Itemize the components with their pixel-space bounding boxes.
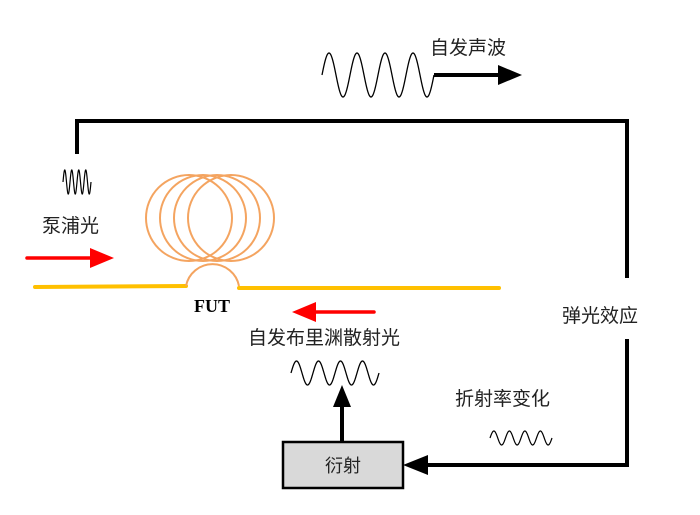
label-acoustic-wave: 自发声波: [430, 37, 506, 59]
arrow-into-diffraction-icon: [403, 455, 428, 475]
fiber-coil-icon: [145, 174, 275, 287]
pump-wave-icon: [62, 169, 92, 195]
label-diffraction: 衍射: [325, 456, 361, 477]
acoustic-wave-icon: [321, 52, 435, 98]
index-wave-icon: [489, 430, 553, 446]
diffraction-box: [281, 440, 405, 490]
label-refractive-index-change: 折射率变化: [455, 388, 550, 410]
loop-line-top: [75, 119, 629, 278]
label-scattered-light: 自发布里渊散射光: [248, 327, 400, 349]
loop-line-bottom: [424, 339, 629, 467]
label-fut: FUT: [194, 296, 230, 316]
acoustic-arrow-head-icon: [498, 65, 522, 85]
fiber-left: [33, 284, 188, 289]
scatter-arrow-head-icon: [292, 302, 316, 322]
label-photoelastic-effect: 弹光效应: [562, 305, 638, 327]
diffraction-arrow-head-icon: [333, 385, 351, 407]
pump-arrow-head-icon: [90, 248, 114, 268]
label-pump-light: 泵浦光: [42, 215, 99, 237]
scattered-wave-icon: [290, 360, 380, 386]
